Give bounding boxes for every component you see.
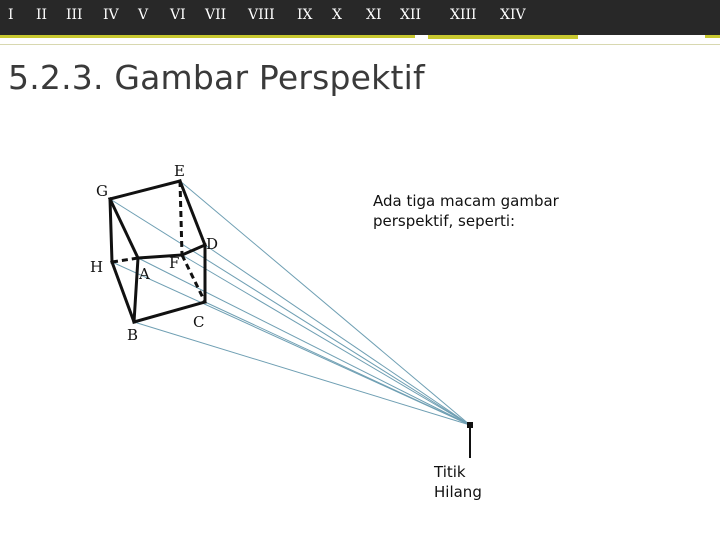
nav-item-9[interactable]: IX	[297, 7, 313, 23]
label-point-a: A	[138, 265, 150, 283]
vanishing-point-label-line-2: Hilang	[434, 483, 482, 501]
accent-line-left	[0, 35, 415, 38]
label-point-d: D	[206, 235, 218, 253]
label-point-c: C	[193, 313, 204, 331]
header-divider	[0, 44, 720, 45]
edge-g-a	[108, 197, 140, 260]
nav-item-8[interactable]: VIII	[248, 7, 275, 23]
edge-a-b	[132, 256, 140, 324]
hidden-edge-f-c	[180, 254, 207, 303]
edge-g-e	[108, 179, 182, 201]
nav-item-5[interactable]: V	[138, 7, 149, 23]
nav-item-13[interactable]: XIII	[450, 7, 477, 23]
edge-b-c	[132, 300, 207, 324]
label-point-f: F	[169, 254, 179, 272]
label-point-e: E	[174, 162, 185, 180]
label-point-b: B	[127, 326, 138, 344]
description-text: Ada tiga macam gambar perspektif, sepert…	[373, 191, 603, 231]
page-title: 5.2.3. Gambar Perspektif	[8, 58, 425, 97]
vanishing-point-label: Titik Hilang	[434, 462, 482, 502]
projection-line-b	[133, 321, 471, 426]
nav-item-2[interactable]: II	[36, 7, 48, 23]
accent-line-middle	[428, 35, 578, 39]
label-point-g: G	[96, 182, 108, 200]
nav-item-6[interactable]: VI	[170, 7, 186, 23]
nav-item-14[interactable]: XIV	[500, 7, 526, 23]
edge-h-b	[110, 260, 136, 324]
hidden-edges	[111, 180, 207, 303]
description-line-1: Ada tiga macam gambar	[373, 192, 559, 210]
hidden-edge-e-f	[178, 180, 184, 256]
projection-line-f	[181, 254, 471, 426]
description-line-2: perspektif, seperti:	[373, 212, 516, 230]
nav-item-1[interactable]: I	[8, 7, 14, 23]
projection-line-e	[179, 180, 471, 426]
edge-f-d	[180, 243, 207, 257]
nav-item-10[interactable]: X	[332, 7, 342, 23]
vanishing-point-label-line-1: Titik	[434, 463, 466, 481]
edge-e-d	[178, 179, 207, 247]
top-navigation-bar: I II III IV V VI VII VIII IX X XI XII XI…	[0, 0, 720, 35]
projection-lines	[109, 180, 471, 426]
edge-a-f	[136, 253, 184, 260]
hidden-edge-h-a	[111, 256, 139, 264]
nav-item-12[interactable]: XII	[400, 7, 422, 23]
nav-item-3[interactable]: III	[66, 7, 83, 23]
nav-item-7[interactable]: VII	[205, 7, 227, 23]
projection-line-d	[204, 244, 471, 426]
nav-item-11[interactable]: XI	[366, 7, 382, 23]
accent-line-right	[705, 35, 720, 38]
edge-g-h	[108, 197, 114, 264]
cube-edges	[108, 179, 207, 324]
projection-line-g	[109, 198, 471, 426]
projection-line-c	[204, 301, 471, 426]
vanishing-point-marker	[467, 422, 473, 428]
label-point-h: H	[90, 258, 103, 276]
projection-line-a	[137, 257, 471, 426]
nav-item-4[interactable]: IV	[103, 7, 119, 23]
